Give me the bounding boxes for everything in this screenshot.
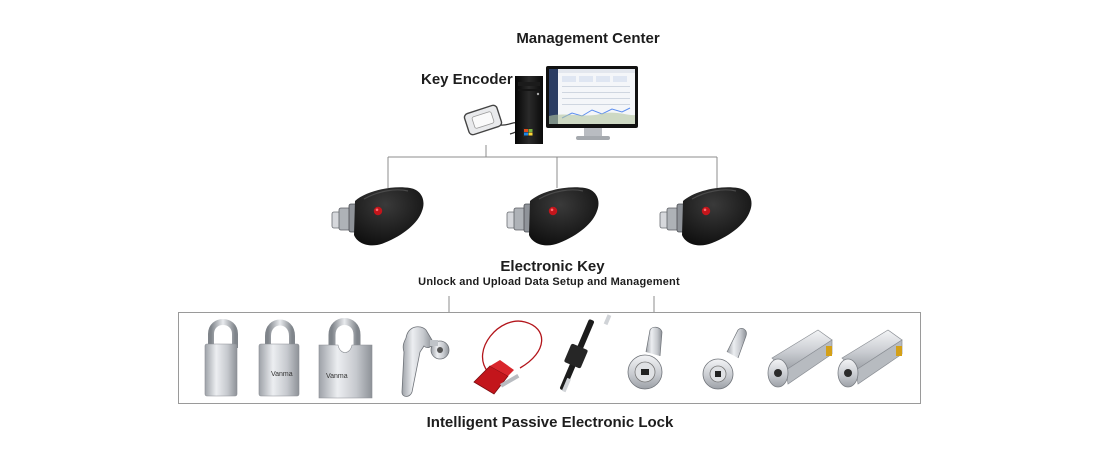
key-encoder-label: Key Encoder: [421, 71, 513, 88]
lock-group-label: Intelligent Passive Electronic Lock: [426, 414, 674, 431]
latch-lock-icon: [560, 314, 612, 393]
handle-lock-icon: [401, 326, 450, 397]
cable-seal-icon: [473, 320, 543, 395]
electronic-key-icon: [331, 186, 425, 246]
monitor-icon: [546, 66, 638, 140]
connector-lines: [387, 145, 718, 312]
electronic-key-icon: [506, 186, 600, 246]
electronic-key-label: Electronic Key: [500, 258, 605, 275]
management-center-label: Management Center: [516, 30, 660, 47]
cam-lock-icon: [702, 328, 747, 390]
padlock-brand-text: Vanma: [271, 371, 293, 378]
cylinder-lock-icon: [767, 329, 833, 388]
padlock-icon: Vanma: [258, 319, 300, 397]
cylinder-lock-icon: [837, 329, 903, 388]
padlock-icon: Vanma: [318, 318, 373, 399]
electronic-key-subtitle: Unlock and Upload Data Setup and Managem…: [418, 276, 680, 288]
lock-group-frame: [178, 312, 921, 404]
cam-lock-icon: [627, 326, 663, 390]
padlock-brand-text: Vanma: [326, 373, 348, 380]
padlock-icon: [204, 319, 238, 397]
electronic-key-icon: [659, 186, 753, 246]
pc-tower-icon: [515, 76, 543, 144]
card-encoder-icon: [463, 104, 522, 136]
